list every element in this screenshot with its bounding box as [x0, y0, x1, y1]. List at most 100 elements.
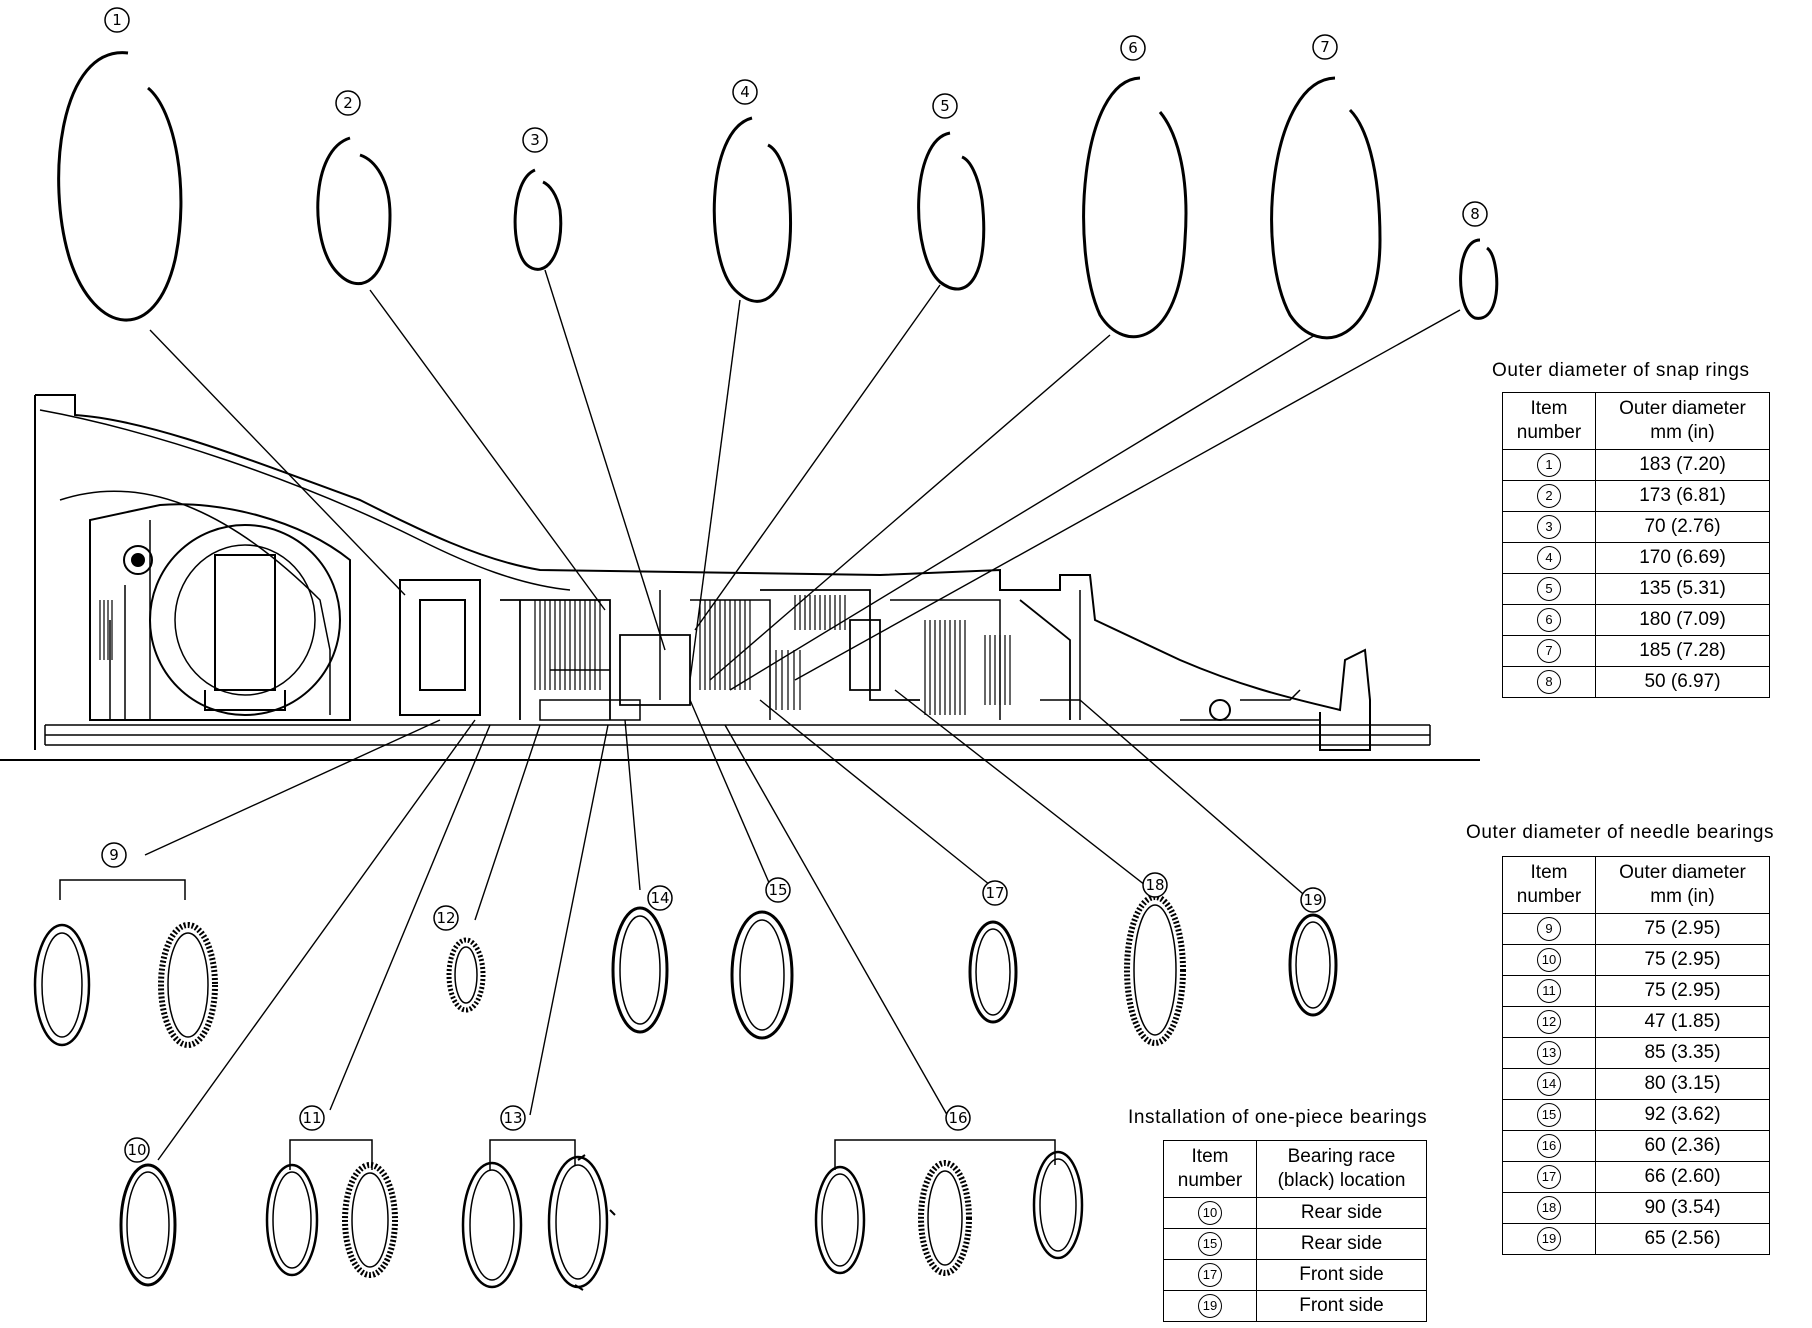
diameter-value: 75 (2.95)	[1595, 944, 1770, 976]
bearing-11-race	[265, 1163, 319, 1277]
diameter-value: 60 (2.36)	[1595, 1130, 1770, 1162]
item-number: 7	[1537, 639, 1561, 663]
item-number: 6	[1537, 608, 1561, 632]
svg-text:11: 11	[302, 1109, 321, 1127]
diameter-value: 50 (6.97)	[1595, 666, 1770, 698]
svg-text:15: 15	[768, 881, 787, 899]
bearing-9-race	[33, 923, 91, 1047]
item-number: 3	[1537, 515, 1561, 539]
diameter-value: 180 (7.09)	[1595, 604, 1770, 636]
item-number: 17	[1198, 1263, 1222, 1287]
svg-text:5: 5	[940, 97, 950, 115]
header-item: Item number	[1163, 1140, 1257, 1198]
table-header: Item number Outer diameter mm (in)	[1502, 856, 1770, 914]
callout-17: 17	[982, 880, 1008, 906]
callout-9: 9	[101, 842, 127, 868]
bearing-12	[446, 937, 486, 1013]
callout-6: 6	[1120, 35, 1146, 61]
snap-rings-title: Outer diameter of snap rings	[1492, 360, 1750, 381]
snap-rings	[57, 51, 1499, 340]
callout-18: 18	[1142, 872, 1168, 898]
table-row: 15 92 (3.62)	[1502, 1099, 1770, 1131]
diameter-value: 185 (7.28)	[1595, 635, 1770, 667]
diameter-value: 92 (3.62)	[1595, 1099, 1770, 1131]
callout-1: 1	[104, 7, 130, 33]
one-piece-table: Item number Bearing race (black) locatio…	[1163, 1140, 1427, 1322]
diameter-value: 65 (2.56)	[1595, 1223, 1770, 1255]
svg-text:16: 16	[948, 1109, 967, 1127]
callout-2: 2	[335, 90, 361, 116]
bearing-16-race	[814, 1165, 866, 1275]
location-value: Rear side	[1256, 1228, 1427, 1260]
callout-10: 10	[124, 1137, 150, 1163]
item-number: 15	[1537, 1103, 1561, 1127]
item-number: 14	[1537, 1072, 1561, 1096]
snap-ring-6	[1082, 76, 1188, 339]
callout-5: 5	[932, 93, 958, 119]
table-header: Item number Bearing race (black) locatio…	[1163, 1140, 1427, 1198]
svg-text:2: 2	[343, 94, 353, 112]
callout-19: 19	[1300, 887, 1326, 913]
svg-text:6: 6	[1128, 39, 1138, 57]
needle-bearings	[33, 879, 1338, 1291]
snap-ring-1	[57, 51, 183, 322]
snap-ring-2	[316, 136, 392, 286]
bearing-13-race	[461, 1161, 523, 1289]
table-header: Item number Outer diameter mm (in)	[1502, 392, 1770, 450]
item-number: 16	[1537, 1134, 1561, 1158]
diameter-value: 90 (3.54)	[1595, 1192, 1770, 1224]
callout-labels: 1 2 3 4 5 6 7 8 9 10 11 12 13 14 15 16 1…	[101, 7, 1488, 1163]
table-row: 19 Front side	[1163, 1290, 1427, 1322]
diameter-value: 135 (5.31)	[1595, 573, 1770, 605]
svg-text:7: 7	[1320, 38, 1330, 56]
snap-ring-4	[712, 116, 793, 303]
table-row: 3 70 (2.76)	[1502, 511, 1770, 543]
snap-ring-3	[513, 168, 563, 271]
table-row: 17 66 (2.60)	[1502, 1161, 1770, 1193]
svg-text:8: 8	[1470, 205, 1480, 223]
svg-text:14: 14	[650, 889, 669, 907]
item-number: 19	[1198, 1294, 1222, 1318]
bearing-11-bracket	[289, 1139, 373, 1170]
needle-bearings-title: Outer diameter of needle bearings	[1466, 822, 1775, 843]
item-number: 17	[1537, 1165, 1561, 1189]
diameter-value: 47 (1.85)	[1595, 1006, 1770, 1038]
location-value: Front side	[1256, 1290, 1427, 1322]
diameter-value: 70 (2.76)	[1595, 511, 1770, 543]
svg-text:4: 4	[740, 83, 750, 101]
table-row: 16 60 (2.36)	[1502, 1130, 1770, 1162]
callout-8: 8	[1462, 201, 1488, 227]
header-item: Item number	[1502, 392, 1596, 450]
bearing-14	[611, 906, 669, 1034]
svg-text:19: 19	[1303, 891, 1322, 909]
diameter-value: 66 (2.60)	[1595, 1161, 1770, 1193]
callout-4: 4	[732, 79, 758, 105]
item-number: 9	[1537, 917, 1561, 941]
bearing-15	[730, 910, 794, 1040]
location-value: Rear side	[1256, 1197, 1427, 1229]
bearing-9-bracket	[59, 879, 186, 900]
bearing-11-needle	[342, 1162, 398, 1278]
item-number: 18	[1537, 1196, 1561, 1220]
callout-7: 7	[1312, 34, 1338, 60]
table-row: 18 90 (3.54)	[1502, 1192, 1770, 1224]
bearing-19	[1288, 913, 1338, 1017]
snap-ring-5	[917, 131, 986, 291]
diameter-value: 75 (2.95)	[1595, 975, 1770, 1007]
svg-text:13: 13	[503, 1109, 522, 1127]
header-location: Bearing race (black) location	[1256, 1140, 1427, 1198]
diameter-value: 183 (7.20)	[1595, 449, 1770, 481]
transmission-cross-section	[0, 394, 1480, 761]
